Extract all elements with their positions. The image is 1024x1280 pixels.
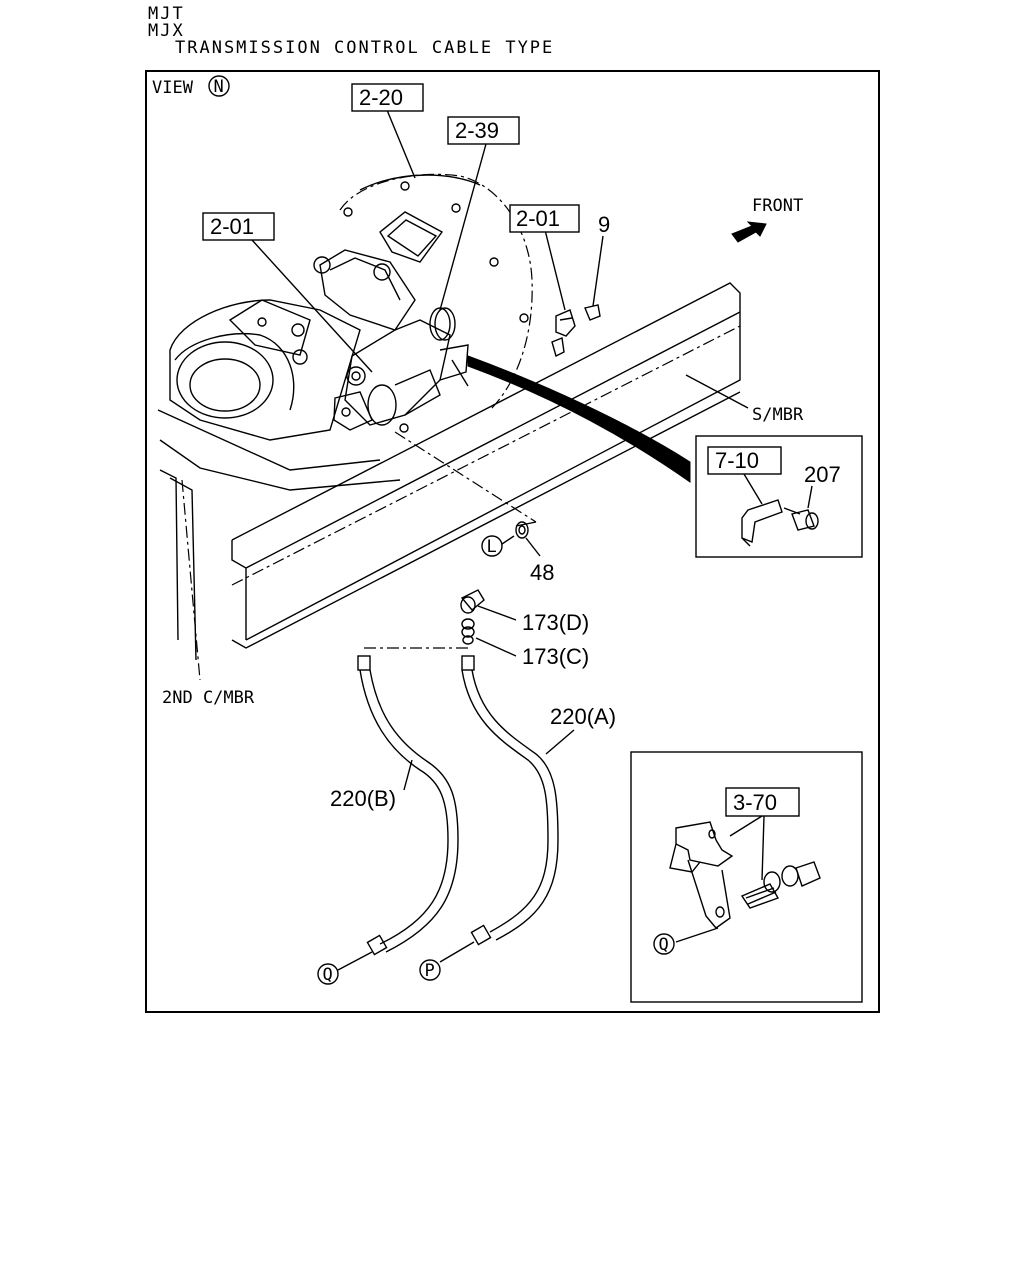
fitting-173d-icon: [460, 589, 485, 614]
diagram-frame: [145, 70, 880, 1013]
svg-text:2-20: 2-20: [359, 85, 403, 110]
marker-l-circle: [481, 535, 503, 557]
right-bracket-assembly: [551, 304, 601, 358]
ref-box-2-20[interactable]: 2-20: [351, 83, 424, 112]
svg-text:2-01: 2-01: [516, 206, 560, 231]
part-number-9: 9: [598, 212, 610, 237]
bolt-207-icon: [791, 509, 815, 531]
detail-box-7-10: 7-10 207: [695, 435, 863, 558]
part-number-48: 48: [530, 560, 554, 585]
second-cross-member: [157, 409, 401, 681]
leader-220a: [545, 729, 575, 755]
front-arrow-icon: [731, 221, 767, 243]
part-number-173d: 173(D): [522, 610, 589, 635]
leader-220b: [403, 759, 413, 791]
part-number-220b: 220(B): [330, 786, 396, 811]
transmission-assembly: [169, 173, 533, 441]
ref-box-7-10-label: 7-10: [715, 448, 759, 473]
marker-q-circle-1: [317, 963, 339, 985]
leader-2-01-right: [544, 229, 566, 311]
leader-2-01-left: [251, 239, 373, 373]
hose-220b: [337, 647, 468, 971]
leader-l: [501, 535, 515, 545]
control-cable-band: [467, 355, 691, 483]
fitting-173c-icon: [461, 618, 475, 645]
marker-l: L: [487, 537, 497, 557]
leader-2-20: [386, 109, 416, 179]
leader-9: [592, 235, 604, 307]
side-member-beam: [231, 282, 741, 649]
leader-48-dash: [394, 431, 537, 523]
ref-box-3-70[interactable]: [725, 787, 800, 817]
model-code-mjx: MJX: [148, 21, 185, 41]
part-number-220a: 220(A): [550, 704, 616, 729]
svg-text:2-01: 2-01: [210, 214, 254, 239]
ref-box-2-01-left[interactable]: 2-01: [202, 212, 275, 241]
model-code-mjt: MJT: [148, 4, 185, 24]
svg-text:2-39: 2-39: [455, 118, 499, 143]
marker-p: P: [425, 961, 435, 981]
detail-box-3-70: 3-70 Q: [630, 751, 863, 1003]
ref-box-7-10[interactable]: [707, 446, 782, 475]
view-letter-circle: [208, 75, 230, 97]
view-letter: N: [214, 77, 224, 97]
leader-48-label: [525, 537, 541, 557]
leader-smbr: [685, 374, 749, 409]
part-number-207: 207: [804, 462, 841, 487]
part-number-173c: 173(C): [522, 644, 589, 669]
marker-q-1: Q: [323, 965, 333, 985]
marker-q-circle-2: [653, 933, 675, 955]
view-label: VIEW: [152, 78, 194, 98]
second-cross-member-label: 2ND C/MBR: [162, 688, 255, 708]
ref-box-3-70-label: 3-70: [733, 790, 777, 815]
marker-q-2: Q: [659, 935, 669, 955]
leader-2-39: [439, 143, 487, 311]
marker-p-circle: [419, 959, 441, 981]
side-member-label: S/MBR: [752, 405, 804, 425]
hose-220a: [439, 655, 559, 963]
diagram-title: TRANSMISSION CONTROL CABLE TYPE: [175, 38, 555, 58]
leader-173d: [477, 605, 517, 621]
front-direction-label: FRONT: [752, 196, 803, 216]
washer-48-icon: [515, 521, 529, 539]
ref-box-2-01-right[interactable]: 2-01: [509, 204, 580, 233]
leader-173c: [475, 637, 517, 657]
ref-box-2-39[interactable]: 2-39: [447, 116, 520, 145]
